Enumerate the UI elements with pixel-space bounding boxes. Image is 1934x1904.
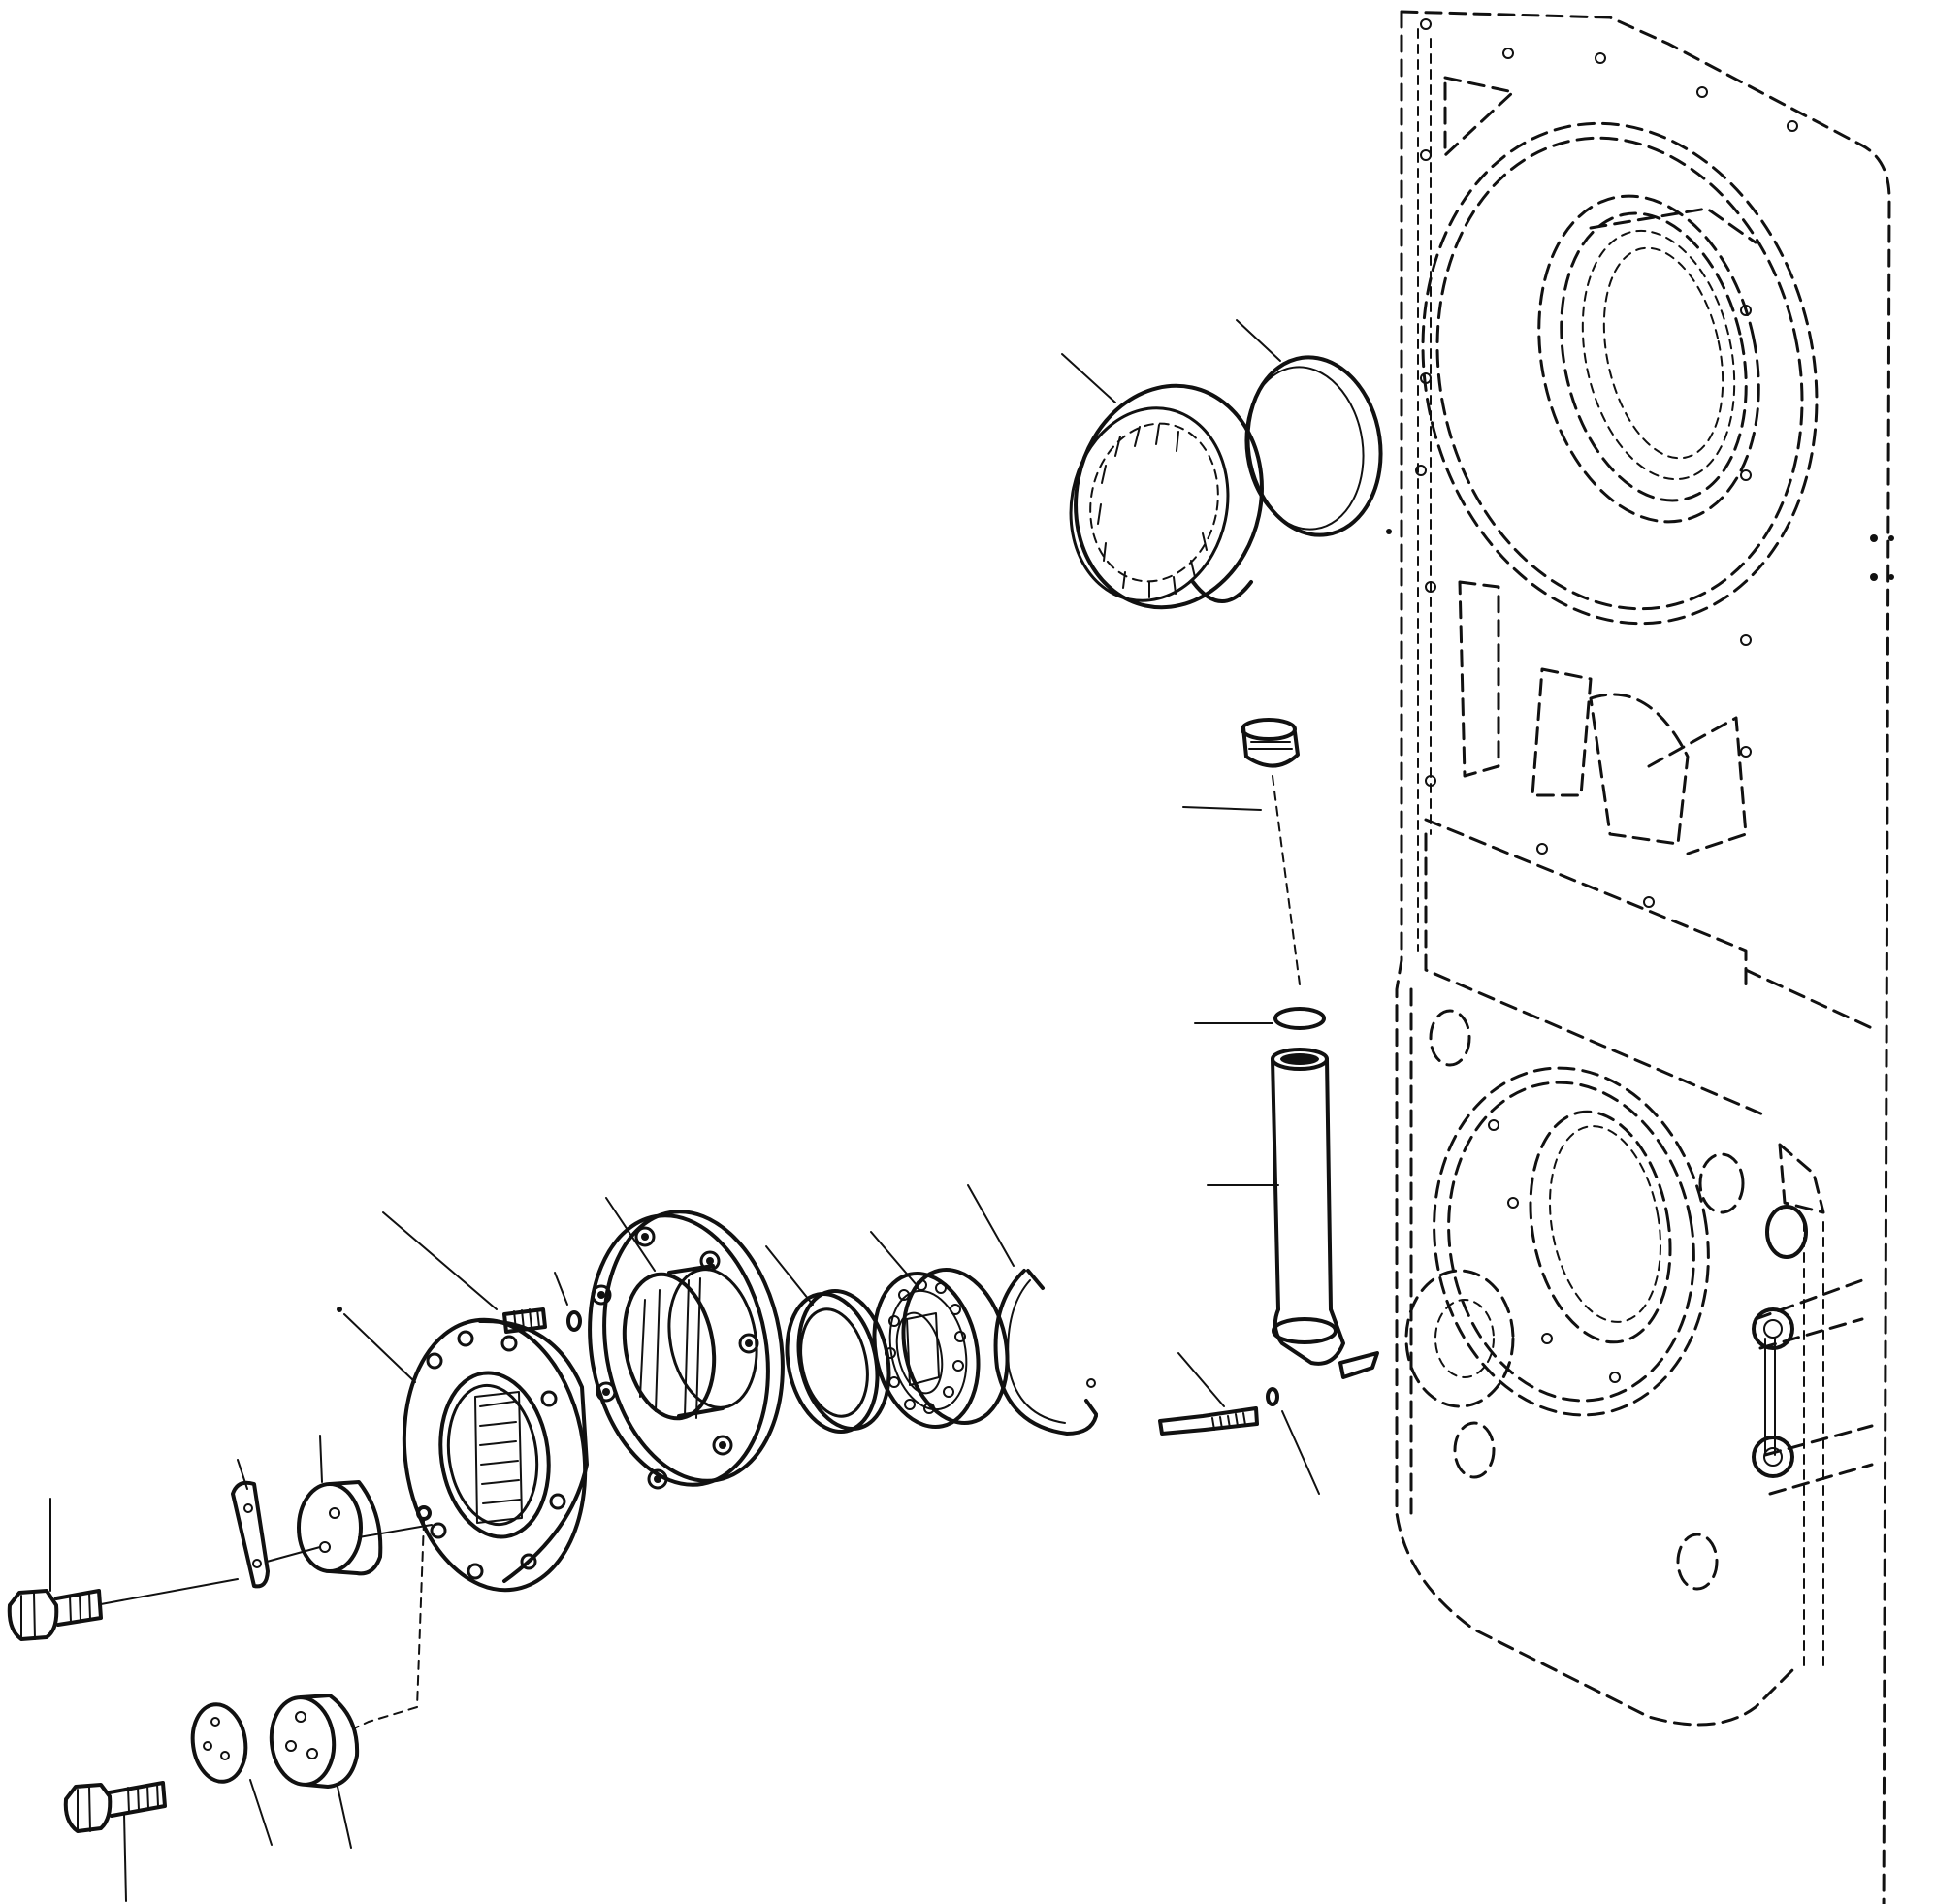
snap-ring [967, 1184, 1098, 1436]
bearing-retainer [588, 1197, 785, 1490]
end-plate [297, 1435, 383, 1576]
ball-bearing [870, 1231, 1010, 1429]
flange-bolt [7, 1498, 433, 1641]
retaining-plate [231, 1459, 270, 1589]
dust-deflector [353, 1505, 432, 1729]
dipstick-tube [1207, 1048, 1379, 1379]
tapered-roller-bearing-cone [1061, 353, 1264, 610]
output-flange [337, 1307, 589, 1593]
thrust-washer [190, 1702, 273, 1846]
stud [1158, 1352, 1259, 1436]
oil-seal [765, 1245, 891, 1435]
dowel [382, 1211, 547, 1334]
bearing-cup [1236, 319, 1392, 537]
o-ring [1194, 1007, 1326, 1030]
spring-washer [554, 1272, 582, 1332]
washer [1266, 1387, 1320, 1495]
cap-bolt [63, 1781, 167, 1902]
transfer-case-housing [1395, 10, 1894, 1904]
drain-plug [1182, 718, 1301, 985]
end-cap [269, 1694, 360, 1849]
